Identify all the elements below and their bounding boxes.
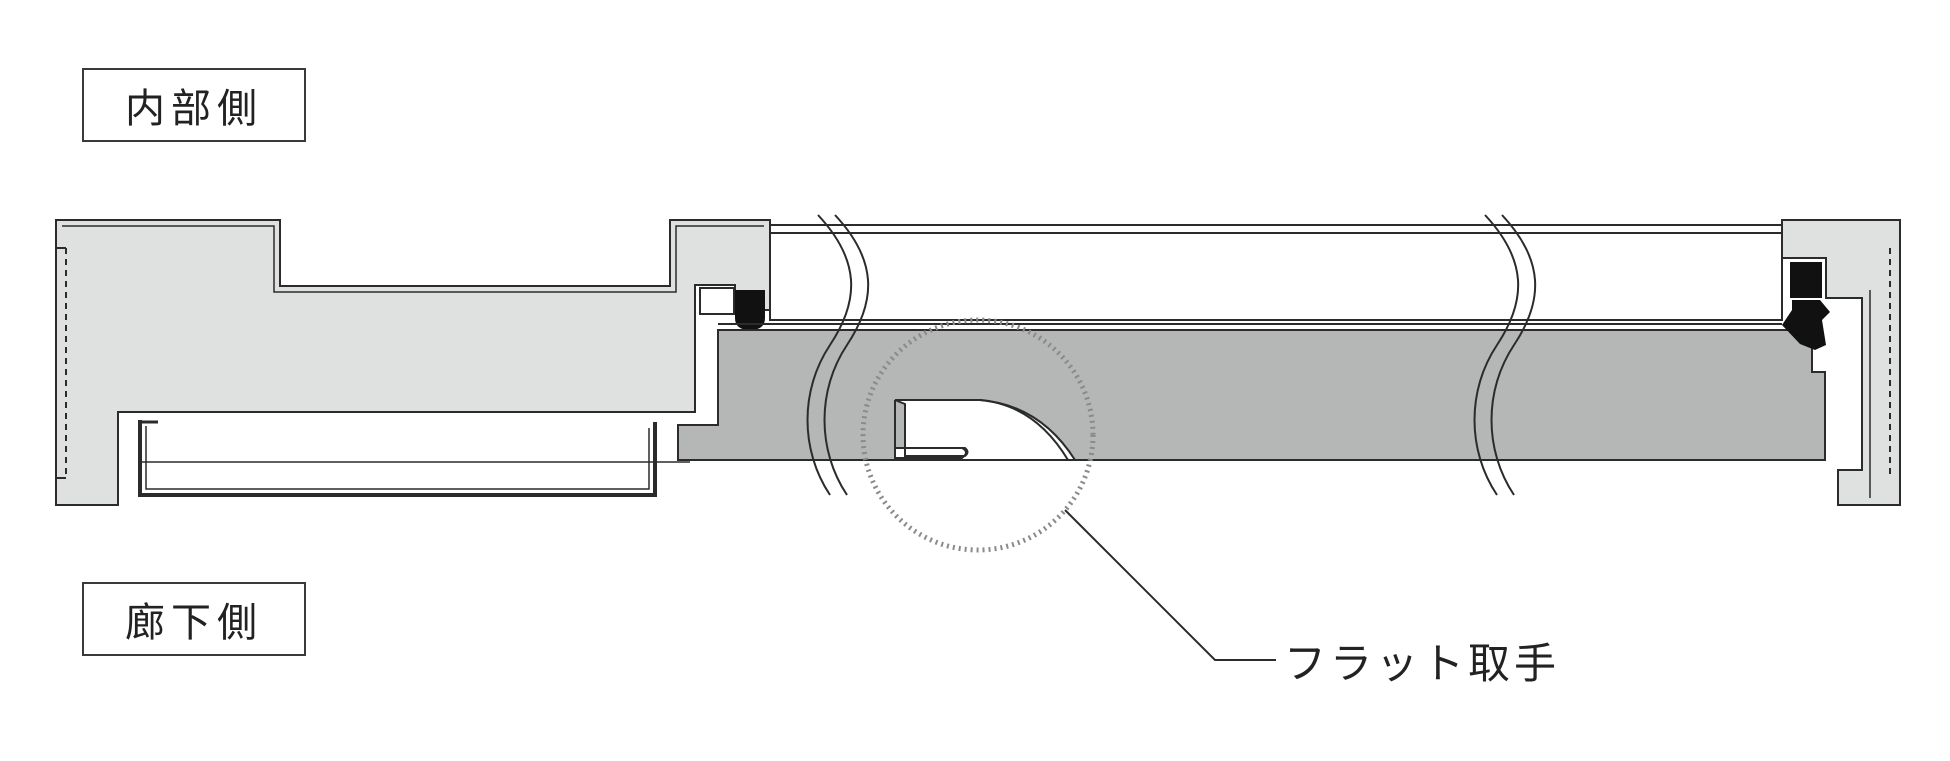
break-line-right — [1473, 214, 1537, 496]
flat-handle-slot — [894, 399, 1069, 461]
right-gasket-seal — [1782, 300, 1830, 350]
lower-channel — [138, 420, 657, 497]
door-panel — [677, 329, 1826, 461]
upper-panel — [769, 224, 1783, 321]
handle-highlight-circle — [860, 317, 1096, 553]
left-gasket — [735, 290, 765, 330]
right-gasket-block — [1790, 262, 1822, 298]
flat-handle-label: フラット取手 — [1284, 639, 1561, 688]
corridor-side-label: 廊下側 — [82, 582, 306, 656]
break-line-left — [806, 214, 870, 496]
inside-side-label: 内部側 — [82, 68, 306, 142]
lower-channel-inner — [145, 426, 650, 490]
left-frame-slot — [699, 287, 735, 315]
callout-leader-line — [1064, 509, 1276, 661]
left-frame-inner-outline — [62, 225, 764, 293]
